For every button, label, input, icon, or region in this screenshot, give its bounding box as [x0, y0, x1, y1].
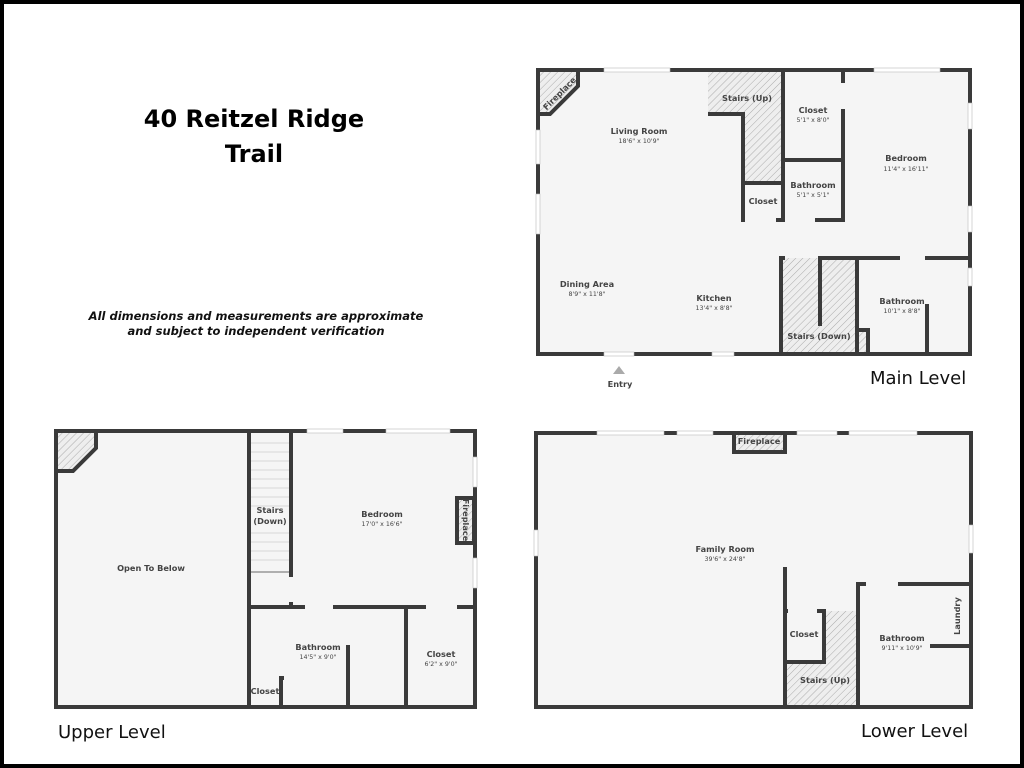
room-label-bedroom: Bedroom — [885, 153, 926, 163]
corner-fireplace-hatch — [56, 431, 96, 471]
entry-label: Entry — [608, 379, 633, 389]
room-dims-bathroom: 9'11" x 10'9" — [881, 645, 922, 652]
room-dims-closet: 6'2" x 9'0" — [424, 661, 457, 668]
room-dims-closet: 5'1" x 8'0" — [796, 117, 829, 124]
stairs-up-hatch — [708, 70, 783, 182]
room-label-kitchen: Kitchen — [696, 293, 731, 303]
room-label-stairs-up: Stairs (Up) — [800, 675, 850, 685]
entry-arrow-icon — [613, 366, 625, 374]
disclaimer-line1: All dimensions and measurements are appr… — [88, 309, 424, 323]
room-label-stairs-down: Stairs (Down) — [787, 331, 850, 341]
room-label-closet: Closet — [427, 649, 456, 659]
entry-door — [603, 351, 635, 357]
room-label-stairs-down: (Down) — [253, 516, 287, 526]
room-label-bathroom-2: Bathroom — [879, 296, 924, 306]
room-dims-bathroom-2: 10'1" x 8'8" — [883, 308, 920, 315]
room-label-closet: Closet — [790, 629, 819, 639]
room-label-fireplace: Fireplace — [738, 436, 781, 446]
room-label-stairs: Stairs — [256, 505, 283, 515]
room-dims-dining-area: 8'9" x 11'8" — [568, 291, 605, 298]
room-dims-bedroom: 11'4" x 16'11" — [883, 166, 928, 173]
property-title-line1: 40 Reitzel Ridge — [144, 105, 364, 133]
room-label-stairs-up: Stairs (Up) — [722, 93, 772, 103]
main-level-label: Main Level — [870, 368, 966, 389]
fireplace-hatch — [734, 433, 784, 452]
room-label-closet-small: Closet — [749, 196, 778, 206]
room-dims-bedroom: 17'0" x 16'6" — [361, 521, 402, 528]
lower-level-plan: Fireplace Family Room 39'6" x 24'8" Clos… — [533, 430, 974, 742]
room-label-closet: Closet — [799, 105, 828, 115]
main-level-plan: Fireplace Living Room 18'6" x 10'9" Stai… — [535, 67, 973, 389]
room-dims-kitchen: 13'4" x 8'8" — [695, 305, 732, 312]
room-label-open-to-below: Open To Below — [117, 563, 185, 573]
room-label-laundry: Laundry — [952, 597, 962, 635]
lower-level-label: Lower Level — [861, 721, 968, 742]
room-label-bathroom: Bathroom — [790, 180, 835, 190]
property-title-line2: Trail — [225, 140, 283, 168]
room-dims-bathroom: 14'5" x 9'0" — [299, 654, 336, 661]
stairs-up-hatch — [787, 611, 858, 708]
upper-level-plan: Open To Below Stairs (Down) Bedroom 17'0… — [54, 428, 478, 743]
room-label-bathroom: Bathroom — [295, 642, 340, 652]
room-dims-bathroom: 5'1" x 5'1" — [796, 192, 829, 199]
room-label-fireplace: Fireplace — [461, 499, 471, 542]
upper-level-label: Upper Level — [58, 722, 166, 743]
room-label-bedroom: Bedroom — [361, 509, 402, 519]
stairs-treads — [251, 442, 291, 573]
room-label-closet-small: Closet — [251, 686, 280, 696]
room-label-family-room: Family Room — [695, 544, 754, 554]
room-label-living-room: Living Room — [611, 126, 668, 136]
room-dims-living-room: 18'6" x 10'9" — [618, 138, 659, 145]
room-dims-family-room: 39'6" x 24'8" — [704, 556, 745, 563]
disclaimer-line2: and subject to independent verification — [127, 324, 384, 338]
room-label-dining-area: Dining Area — [560, 279, 614, 289]
fireplace-hatch — [538, 70, 578, 114]
room-label-bathroom: Bathroom — [879, 633, 924, 643]
